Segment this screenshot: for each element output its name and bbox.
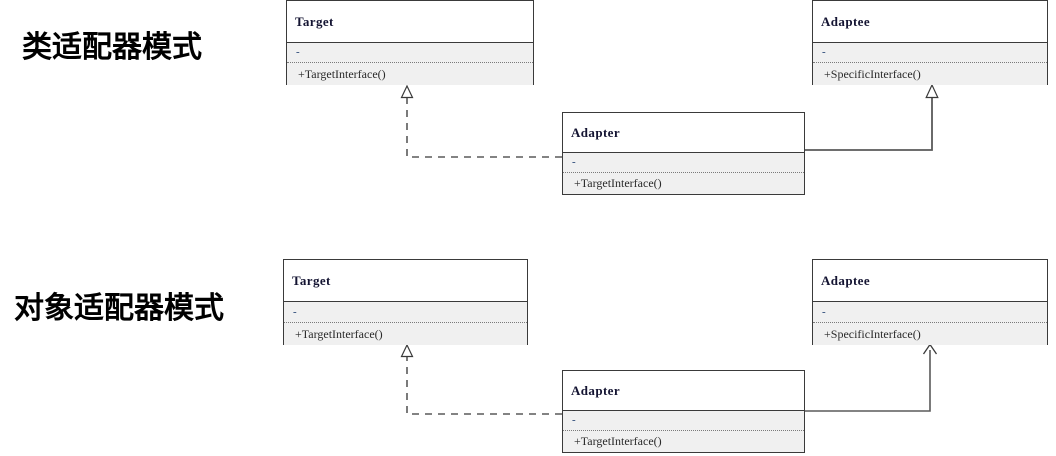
uml-class-target-bottom[interactable]: Target - +TargetInterface() xyxy=(283,259,528,345)
section-caption-object-adapter: 对象适配器模式 xyxy=(14,291,224,326)
relation-adapter-to-target-top xyxy=(400,84,562,158)
uml-methods-adaptee-top: +SpecificInterface() xyxy=(813,63,1047,84)
uml-method-item: +SpecificInterface() xyxy=(824,66,921,81)
uml-attributes-target-bottom: - xyxy=(284,302,527,323)
uml-class-name-adapter-top: Adapter xyxy=(571,124,621,140)
uml-attribute-item: - xyxy=(572,156,576,168)
uml-header-target-top: Target xyxy=(287,1,533,43)
uml-body-adaptee-top: - +SpecificInterface() xyxy=(813,43,1047,85)
uml-class-name-adapter-bottom: Adapter xyxy=(571,382,621,398)
uml-attribute-item: - xyxy=(293,305,297,318)
uml-method-item: +TargetInterface() xyxy=(574,176,662,190)
uml-class-adaptee-bottom[interactable]: Adaptee - +SpecificInterface() xyxy=(812,259,1048,345)
uml-attribute-item: - xyxy=(296,46,300,58)
section-caption-class-adapter: 类适配器模式 xyxy=(22,30,202,65)
uml-header-adaptee-top: Adaptee xyxy=(813,1,1047,43)
uml-body-adaptee-bottom: - +SpecificInterface() xyxy=(813,302,1047,345)
uml-method-item: +TargetInterface() xyxy=(295,326,383,341)
uml-methods-adapter-top: +TargetInterface() xyxy=(563,173,804,193)
uml-class-name-target-bottom: Target xyxy=(292,272,331,288)
uml-attributes-adaptee-top: - xyxy=(813,43,1047,63)
uml-method-item: +TargetInterface() xyxy=(574,434,662,448)
uml-body-adapter-top: - +TargetInterface() xyxy=(563,153,804,194)
uml-methods-target-bottom: +TargetInterface() xyxy=(284,323,527,344)
uml-method-item: +TargetInterface() xyxy=(298,66,386,81)
uml-class-adapter-bottom[interactable]: Adapter - +TargetInterface() xyxy=(562,370,805,453)
uml-class-name-adaptee-bottom: Adaptee xyxy=(821,272,871,288)
uml-body-target-top: - +TargetInterface() xyxy=(287,43,533,85)
uml-class-target-top[interactable]: Target - +TargetInterface() xyxy=(286,0,534,85)
uml-class-adaptee-top[interactable]: Adaptee - +SpecificInterface() xyxy=(812,0,1048,85)
uml-methods-target-top: +TargetInterface() xyxy=(287,63,533,84)
uml-methods-adaptee-bottom: +SpecificInterface() xyxy=(813,323,1047,344)
relation-adapter-to-adaptee-top xyxy=(805,83,939,151)
uml-header-adapter-bottom: Adapter xyxy=(563,371,804,411)
uml-attribute-item: - xyxy=(822,46,826,58)
uml-body-adapter-bottom: - +TargetInterface() xyxy=(563,411,804,452)
uml-header-adaptee-bottom: Adaptee xyxy=(813,260,1047,302)
uml-attribute-item: - xyxy=(572,414,576,426)
uml-header-target-bottom: Target xyxy=(284,260,527,302)
uml-attributes-adaptee-bottom: - xyxy=(813,302,1047,323)
uml-method-item: +SpecificInterface() xyxy=(824,326,921,341)
relation-adapter-to-adaptee-bottom xyxy=(805,343,938,412)
uml-header-adapter-top: Adapter xyxy=(563,113,804,153)
relation-adapter-to-target-bottom xyxy=(400,343,562,415)
uml-attribute-item: - xyxy=(822,305,826,318)
uml-class-adapter-top[interactable]: Adapter - +TargetInterface() xyxy=(562,112,805,195)
uml-class-name-adaptee-top: Adaptee xyxy=(821,13,871,29)
uml-attributes-target-top: - xyxy=(287,43,533,63)
uml-attributes-adapter-top: - xyxy=(563,153,804,173)
uml-attributes-adapter-bottom: - xyxy=(563,411,804,431)
uml-class-name-target-top: Target xyxy=(295,13,334,29)
uml-body-target-bottom: - +TargetInterface() xyxy=(284,302,527,345)
uml-methods-adapter-bottom: +TargetInterface() xyxy=(563,431,804,451)
